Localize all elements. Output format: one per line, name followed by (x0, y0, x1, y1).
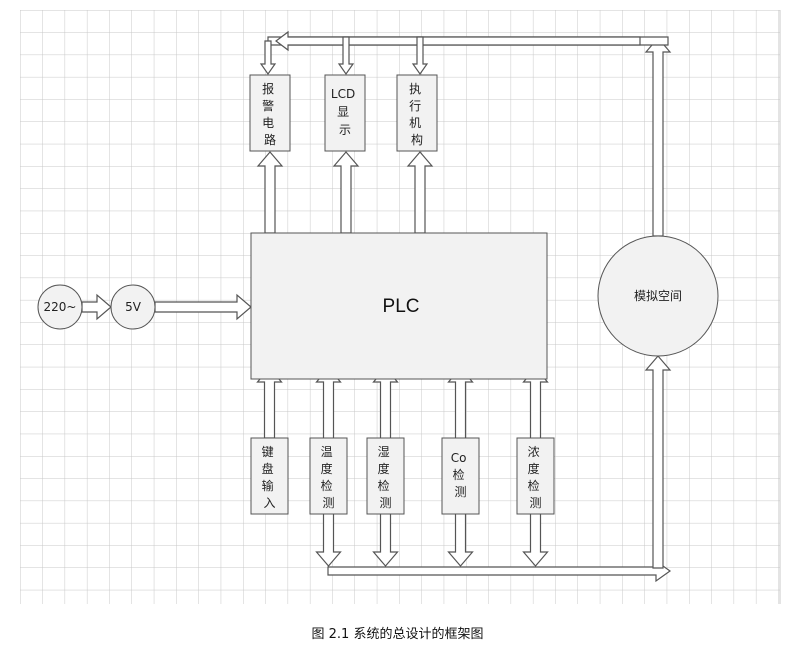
mains-power-label: 220~ (44, 300, 77, 314)
keyboard-input-label: 键 盘 输 入 (262, 445, 278, 510)
plc-to-lcd-arrow (332, 151, 360, 234)
plc-box (250, 232, 548, 380)
co-sensor-label: Co 检 测 (451, 451, 471, 499)
simulation-space-label: 模拟空间 (634, 289, 682, 303)
keyboard-input-box (250, 437, 289, 515)
concentration-sensor-box (516, 437, 555, 515)
supply-to-plc-arrow (154, 293, 252, 321)
mains-to-5v-arrow (81, 293, 112, 321)
lcd-display-label: LCD 显 示 (331, 87, 359, 137)
figure-caption: 图 2.1 系统的总设计的框架图 (311, 627, 484, 642)
bus-to-space-arrow (644, 355, 672, 569)
temperature-sensor-box (309, 437, 348, 515)
bus-to-alarm-arrow (259, 40, 277, 76)
actuator-label: 执 行 机 构 (409, 82, 425, 147)
co-sensor-box (441, 437, 480, 515)
temperature-sensor-label: 温 度 检 测 (321, 445, 337, 510)
actuator-box (396, 74, 438, 152)
bus-to-lcd-arrow (337, 36, 355, 76)
top-bus-left-arrow (275, 30, 641, 52)
simulation-space-circle (597, 235, 719, 357)
alarm-circuit-box (249, 74, 291, 152)
bus-to-actuator-arrow (411, 36, 429, 76)
plc-label: PLC (383, 296, 420, 317)
alarm-circuit-label: 报 警 电 路 (262, 81, 278, 147)
plc-to-alarm-arrow (256, 151, 284, 234)
lcd-display-box (324, 74, 366, 152)
humidity-sensor-label: 湿 度 检 测 (378, 444, 394, 510)
mains-power-circle (37, 284, 83, 330)
supply-5v-label: 5V (125, 300, 142, 314)
connection-arrows (81, 30, 672, 583)
plc-to-actuator-arrow (406, 151, 434, 234)
concentration-sensor-label: 浓 度 检 测 (528, 445, 544, 510)
humidity-sensor-box (366, 437, 405, 515)
supply-5v-circle (110, 284, 156, 330)
